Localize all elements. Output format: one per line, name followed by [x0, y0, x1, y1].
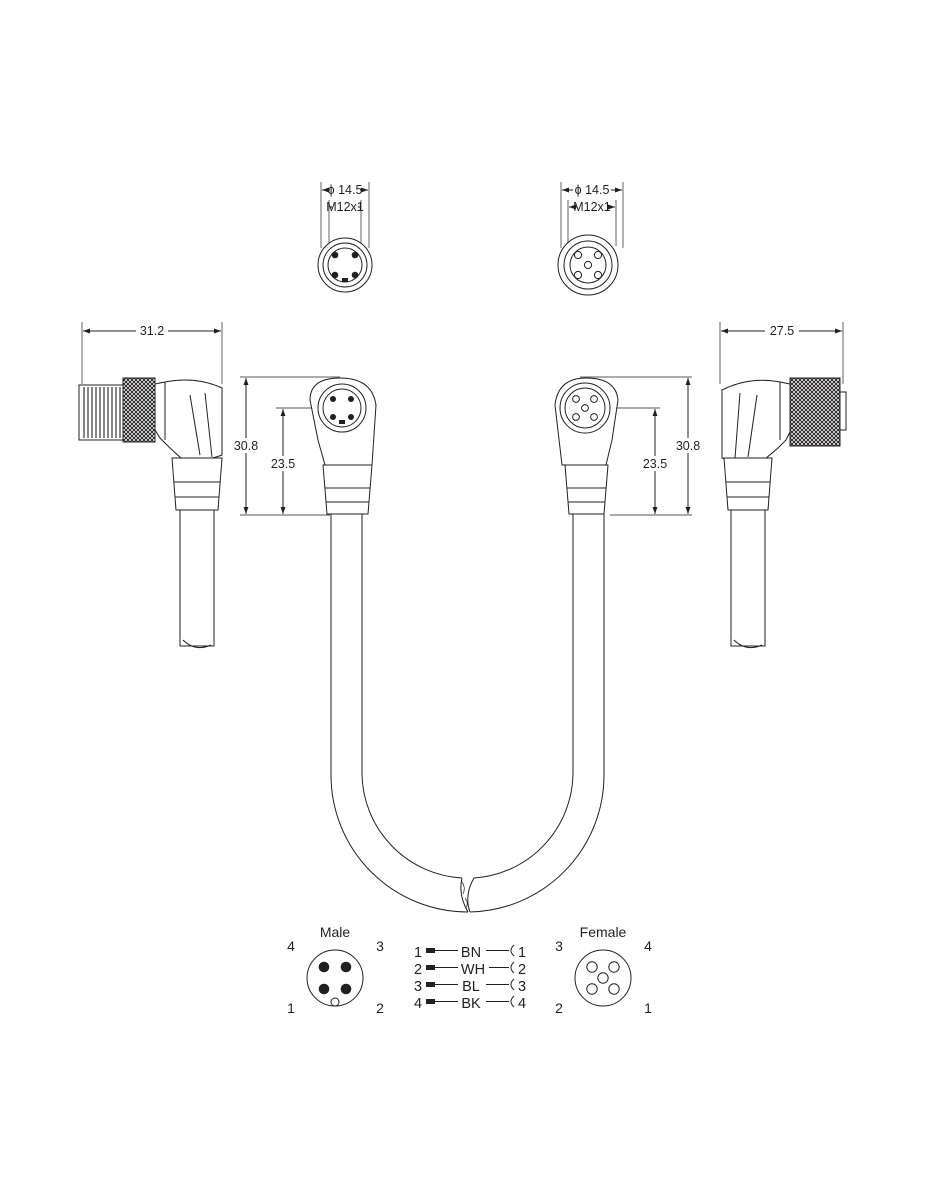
pinout-female: Female 3 4 2 1: [555, 924, 652, 1016]
male-pin-3-label: 3: [376, 938, 384, 954]
male-pin-2-label: 2: [376, 1000, 384, 1016]
male-pin-1-label: 1: [287, 1000, 295, 1016]
front-view-male: ϕ 14.5 M12x1: [317, 182, 373, 293]
female-title: Female: [580, 924, 627, 940]
wire-4-to: 4: [518, 996, 526, 1012]
wire-3-color: BL: [462, 979, 480, 995]
male-axis-dim: 23.5: [271, 457, 295, 471]
front-diameter-female: ϕ 14.5: [575, 183, 610, 197]
female-length-dim: 27.5: [770, 324, 794, 338]
wire-4-color: BK: [461, 996, 481, 1012]
male-pin-4-label: 4: [287, 938, 295, 954]
female-pin-3-label: 3: [555, 938, 563, 954]
wire-row-4: 4 BK 4: [414, 995, 526, 1012]
wire-1-color: BN: [461, 945, 481, 961]
front-view-female: ϕ 14.5 M12x1: [557, 182, 624, 296]
female-pin-2-label: 2: [555, 1000, 563, 1016]
pinout-male: Male 4 3 1 2: [287, 924, 384, 1016]
female-pin-1-label: 1: [644, 1000, 652, 1016]
female-elbow: 30.8 23.5: [554, 376, 705, 516]
female-height-dim: 30.8: [676, 439, 700, 453]
male-height-dim: 30.8: [234, 439, 258, 453]
female-axis-dim: 23.5: [643, 457, 667, 471]
wire-2-color: WH: [461, 962, 485, 978]
side-view-female: 27.5: [719, 322, 847, 649]
wire-1-from: 1: [414, 945, 422, 961]
wire-3-to: 3: [518, 979, 526, 995]
wire-3-from: 3: [414, 979, 422, 995]
wire-row-2: 2 WH 2: [414, 961, 526, 978]
front-thread-female: M12x1: [573, 200, 611, 214]
male-elbow: 30.8 23.5: [228, 376, 377, 516]
wire-2-to: 2: [518, 962, 526, 978]
wire-2-from: 2: [414, 962, 422, 978]
wire-row-3: 3 BL 3: [414, 978, 526, 995]
wire-4-from: 4: [414, 996, 422, 1012]
wire-row-1: 1 BN 1: [414, 944, 526, 961]
male-title: Male: [320, 924, 351, 940]
female-pin-4-label: 4: [644, 938, 652, 954]
wire-1-to: 1: [518, 945, 526, 961]
wiring-table: 1 BN 1 2 WH 2 3 BL 3 4: [414, 944, 526, 1012]
side-view-male: 31.2: [78, 322, 223, 649]
front-thread-male: M12x1: [326, 200, 364, 214]
front-diameter-male: ϕ 14.5: [328, 183, 363, 197]
cable-loop: [330, 514, 605, 913]
male-length-dim: 31.2: [140, 324, 164, 338]
